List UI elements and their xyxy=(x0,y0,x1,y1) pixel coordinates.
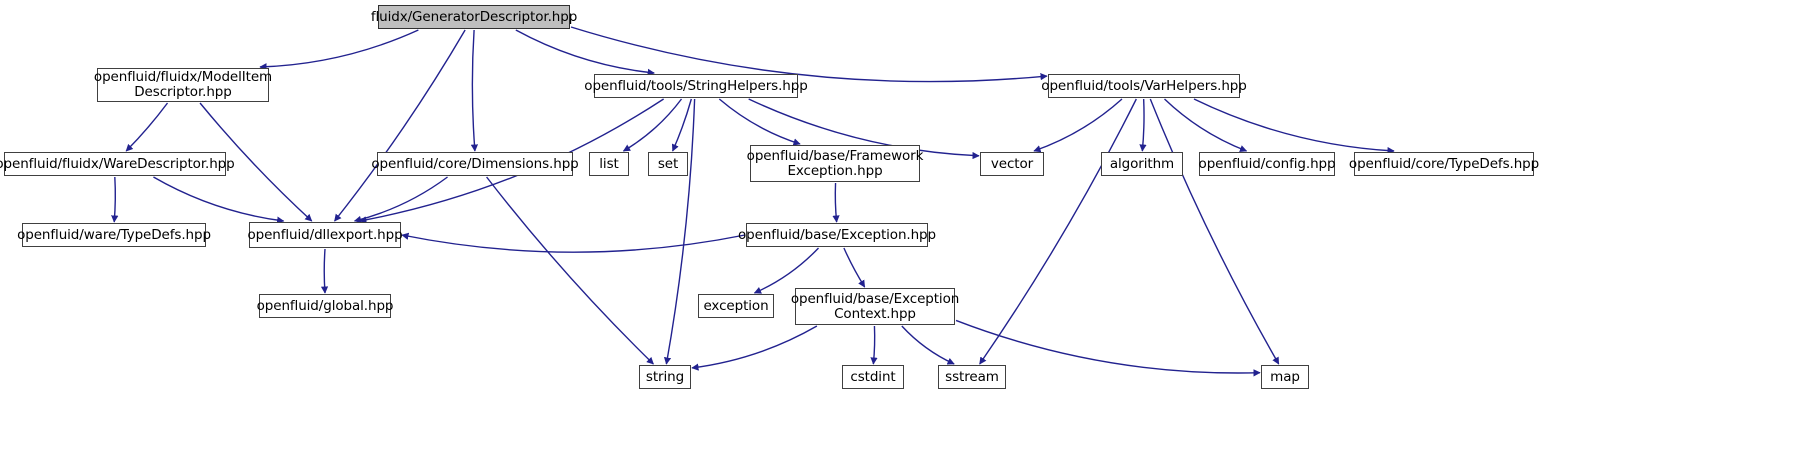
graph-node-list[interactable]: list xyxy=(589,152,629,176)
graph-node-map[interactable]: map xyxy=(1261,365,1309,389)
graph-node-vector[interactable]: vector xyxy=(980,152,1044,176)
graph-node-root[interactable]: fluidx/GeneratorDescriptor.hpp xyxy=(371,5,577,29)
graph-node-cstdint[interactable]: cstdint xyxy=(842,365,904,389)
graph-edge-exceptioncontext-to-sstream xyxy=(901,325,955,365)
graph-edge-exceptioncontext-to-string xyxy=(691,325,818,371)
graph-node-modelitem[interactable]: openfluid/fluidx/ModelItem Descriptor.hp… xyxy=(93,68,273,102)
graph-node-frameworkexc[interactable]: openfluid/base/Framework Exception.hpp xyxy=(747,145,923,182)
graph-edge-exceptionhpp-to-exception xyxy=(753,247,820,294)
graph-edge-exceptioncontext-to-cstdint xyxy=(870,325,878,365)
graph-node-exception[interactable]: exception xyxy=(698,294,774,318)
graph-edge-varhelpers-to-vector xyxy=(1033,98,1123,153)
graph-node-string[interactable]: string xyxy=(639,365,691,389)
graph-edge-dimensions-to-dllexport xyxy=(353,176,448,223)
graph-edge-stringhelpers-to-set xyxy=(671,98,693,152)
graph-node-sstream[interactable]: sstream xyxy=(938,365,1006,389)
graph-edge-root-to-modelitem xyxy=(259,29,419,71)
graph-edge-stringhelpers-to-list xyxy=(622,98,683,152)
graph-node-globalhpp[interactable]: openfluid/global.hpp xyxy=(257,294,393,318)
graph-edge-dimensions-to-string xyxy=(486,176,654,365)
graph-edge-varhelpers-to-coretypedefs xyxy=(1193,98,1395,155)
graph-node-exceptionhpp[interactable]: openfluid/base/Exception.hpp xyxy=(738,223,936,247)
graph-edge-dllexport-to-globalhpp xyxy=(320,248,329,294)
graph-node-dllexport[interactable]: openfluid/dllexport.hpp xyxy=(247,222,403,248)
graph-node-dimensions[interactable]: openfluid/core/Dimensions.hpp xyxy=(371,152,579,176)
graph-node-config[interactable]: openfluid/config.hpp xyxy=(1199,152,1336,176)
graph-node-exceptioncontext[interactable]: openfluid/base/Exception Context.hpp xyxy=(791,288,959,325)
graph-edge-modelitem-to-waredescriptor xyxy=(125,102,169,152)
graph-edge-stringhelpers-to-frameworkexc xyxy=(718,98,801,146)
graph-edge-root-to-dimensions xyxy=(470,29,479,152)
graph-edge-varhelpers-to-map xyxy=(1149,98,1280,365)
graph-node-varhelpers[interactable]: openfluid/tools/VarHelpers.hpp xyxy=(1041,74,1247,98)
graph-edge-waredescriptor-to-dllexport xyxy=(153,176,285,224)
graph-node-coretypedefs[interactable]: openfluid/core/TypeDefs.hpp xyxy=(1349,152,1539,176)
graph-edge-waredescriptor-to-waretypedefs xyxy=(111,176,119,223)
graph-edge-varhelpers-to-sstream xyxy=(979,98,1137,365)
graph-node-algorithm[interactable]: algorithm xyxy=(1101,152,1183,176)
graph-edge-root-to-dllexport xyxy=(334,29,466,222)
graph-node-stringhelpers[interactable]: openfluid/tools/StringHelpers.hpp xyxy=(584,74,808,98)
graph-edge-exceptionhpp-to-dllexport xyxy=(401,232,746,253)
graph-edge-varhelpers-to-algorithm xyxy=(1139,98,1147,152)
graph-edge-root-to-stringhelpers xyxy=(515,29,655,76)
graph-edge-frameworkexc-to-exceptionhpp xyxy=(832,182,840,223)
graph-edge-stringhelpers-to-string xyxy=(663,98,696,365)
graph-node-set[interactable]: set xyxy=(648,152,688,176)
graph-edge-exceptionhpp-to-exceptioncontext xyxy=(843,247,866,288)
graph-node-waretypedefs[interactable]: openfluid/ware/TypeDefs.hpp xyxy=(17,223,211,247)
graph-edge-varhelpers-to-config xyxy=(1164,98,1248,153)
graph-node-waredescriptor[interactable]: openfluid/fluidx/WareDescriptor.hpp xyxy=(0,152,235,176)
